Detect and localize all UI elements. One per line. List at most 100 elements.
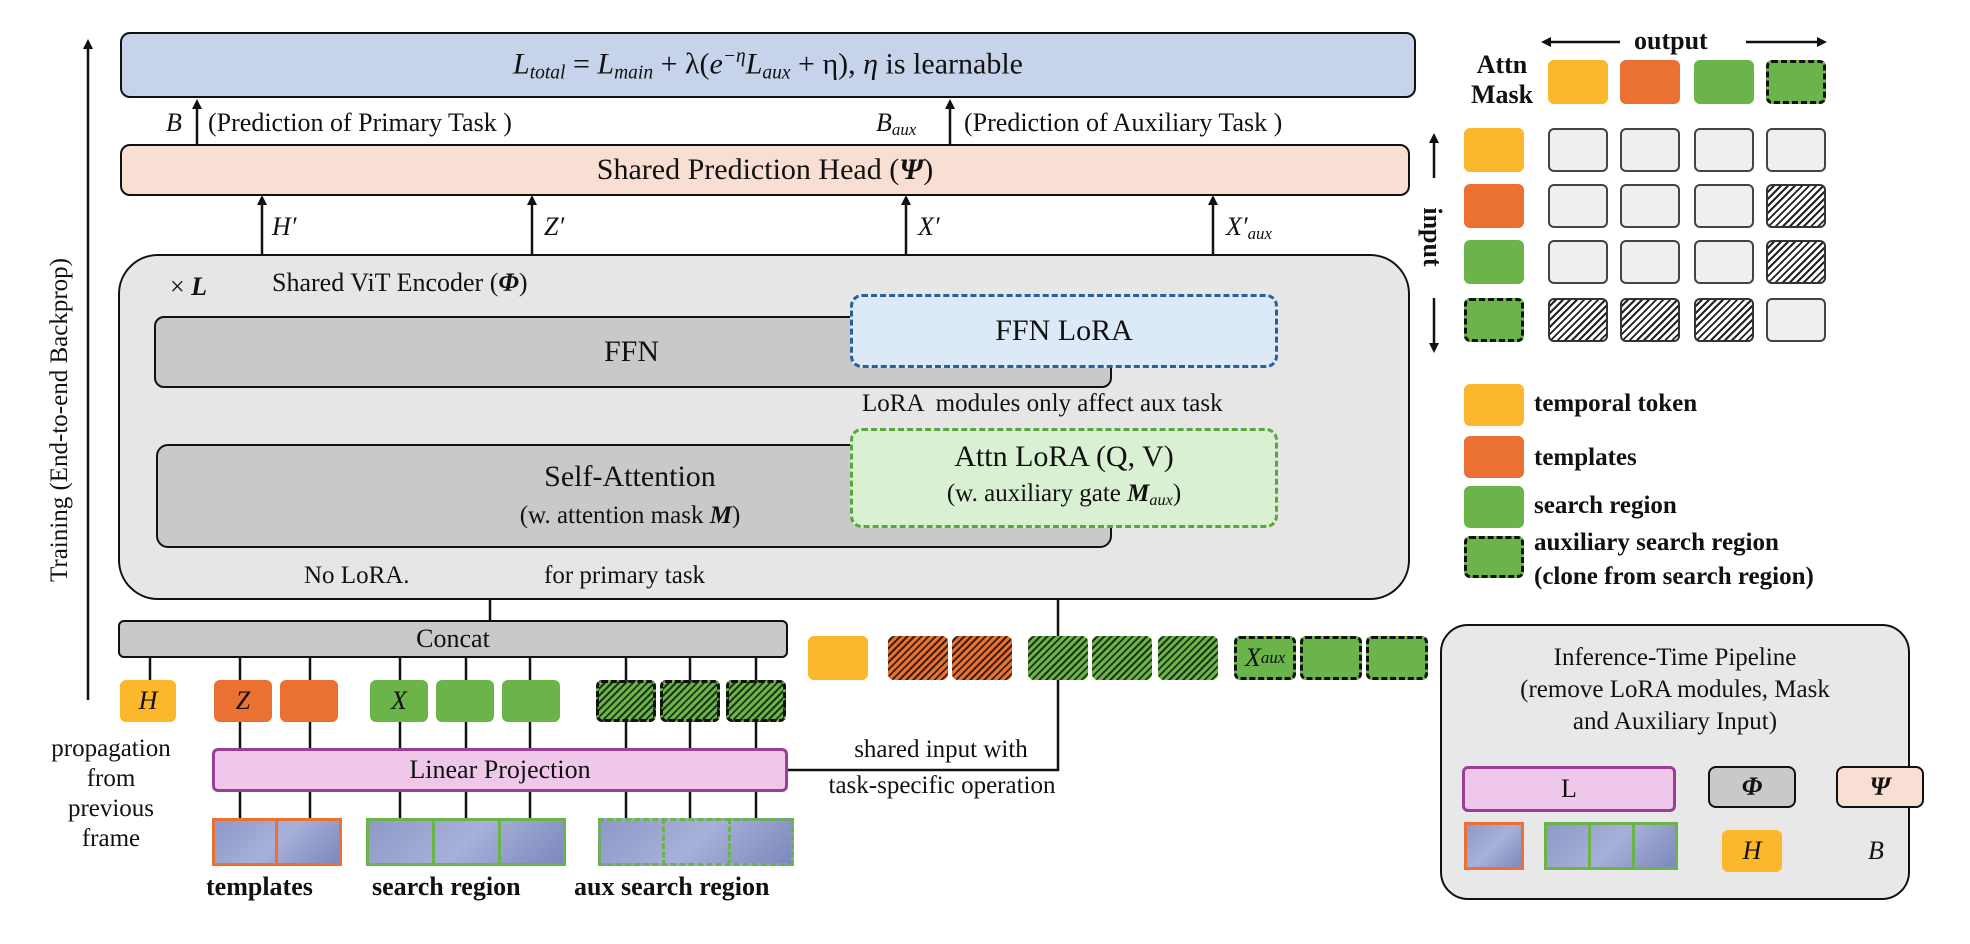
mask-cell [1694,184,1754,228]
inference-h-token: H [1722,830,1782,872]
inference-search-divider-1 [1588,822,1591,870]
task-token-template-2 [952,636,1012,680]
linear-projection: Linear Projection [212,748,788,792]
aux-gate-symbol: M [1127,480,1150,507]
template-thumbnail-divider [275,818,278,866]
shared-input-line2: task-specific operation [828,772,1056,799]
encoder-output-z: Z′ [544,212,565,241]
legend-swatch-templates [1464,436,1524,478]
attention-mask-note: (w. attention mask M) [440,502,820,530]
mask-output-label: output [1634,26,1708,55]
ffn-lora-label: FFN LoRA [995,314,1133,347]
task-token-temporal [808,636,868,680]
loss-learnable: is learnable [878,47,1023,81]
aux-gate-text: (w. auxiliary gate [946,480,1128,507]
loss-eta: η [863,47,879,81]
ffn-label: FFN [604,335,660,368]
mask-cell [1766,298,1826,342]
legend-aux-line2: (clone from search region) [1534,563,1814,590]
concat-label: Concat [416,624,490,653]
output-B-aux: Baux [876,108,916,140]
training-axis-label: Training (End-to-end Backprop) [46,258,73,583]
aux-prediction-label: (Prediction of Auxiliary Task ) [964,108,1283,137]
inference-title-line3: and Auxiliary Input) [1572,708,1778,735]
inference-linear-projection: L [1462,766,1676,812]
search-thumbnail-divider-2 [498,818,501,866]
inference-phi-block: Φ [1708,766,1796,808]
aux-thumbnail-divider-2 [728,818,731,866]
legend-swatch-temporal [1464,384,1524,426]
self-attention-label: Self-Attention [544,460,716,493]
mask-header-templates [1620,60,1680,104]
loss-plus-eta: + η), [790,47,864,81]
primary-task-note: for primary task [544,562,706,589]
loss-eq: = [565,47,598,81]
mask-cell-masked [1548,298,1608,342]
aux-search-thumbnail [598,818,794,866]
mask-input-label: input [1418,207,1447,267]
task-token-search-3 [1158,636,1218,680]
attention-mask-suffix: ) [731,502,741,529]
mask-title-mask: Mask [1470,80,1534,109]
mask-cell [1694,128,1754,172]
mask-cell-masked [1620,298,1680,342]
loss-e: e [709,47,723,81]
concat-block: Concat [118,620,788,658]
mask-cell-masked [1766,240,1826,284]
loss-formula: Ltotal = Lmain + λ(e−ηLaux + η), η is le… [513,46,1023,85]
legend-search-label: search region [1534,492,1677,519]
inference-search-divider-2 [1632,822,1635,870]
search-thumbnail-divider-1 [432,818,435,866]
loss-symbol: L [513,47,530,81]
encoder-output-xaux-sub: aux [1247,224,1272,244]
aux-search-region-label: aux search region [574,872,770,901]
token-x: X [370,680,428,722]
inference-h-label: H [1742,836,1762,865]
mask-cell [1766,128,1826,172]
mask-cell [1620,184,1680,228]
mask-cell [1548,128,1608,172]
head-title-suffix: ) [923,153,934,186]
task-token-search-1 [1028,636,1088,680]
aux-thumbnail-divider-1 [662,818,665,866]
mask-cell [1694,240,1754,284]
token-x-2 [436,680,494,722]
encoder-times: × [170,272,185,301]
propagation-line4: frame [81,825,141,852]
mask-title-attn: Attn [1476,50,1528,79]
loss-symbol-main: L [597,47,615,81]
legend-aux-label: auxiliary search region (clone from sear… [1534,526,1814,594]
aux-gate-note: (w. auxiliary gate Maux) [850,480,1278,510]
encoder-title: Shared ViT Encoder (Φ) [272,268,528,298]
mask-row-templates [1464,184,1524,228]
token-z-label: Z [235,686,251,715]
mask-row-temporal [1464,128,1524,172]
mask-cell-masked [1694,298,1754,342]
attention-mask-symbol: M [709,502,732,529]
inference-title: Inference-Time Pipeline (remove LoRA mod… [1446,642,1904,738]
encoder-title-text: Shared ViT Encoder ( [272,268,499,297]
inference-psi-block: Ψ [1836,766,1924,808]
loss-sub-aux: aux [762,62,791,84]
propagation-line3: previous [67,795,155,822]
head-title: Shared Prediction Head ( [596,153,900,186]
mask-header-aux [1766,60,1826,104]
encoder-output-x: X′ [918,212,940,241]
shared-input-note: shared input with [796,736,1086,764]
token-z: Z [214,680,272,722]
task-token-xaux-sub: aux [1260,648,1286,667]
loss-symbol-aux: L [745,47,763,81]
inference-title-line1: Inference-Time Pipeline [1553,644,1797,671]
legend-aux-line1: auxiliary search region [1534,529,1779,556]
legend-templates-label: templates [1534,444,1637,471]
inference-title-line2: (remove LoRA modules, Mask [1520,676,1830,703]
lora-note: LoRA modules only affect aux task [862,390,1223,417]
linear-projection-label: Linear Projection [409,755,591,784]
inference-psi-label: Ψ [1869,772,1891,801]
mask-row-search [1464,240,1524,284]
token-aux-3 [726,680,786,722]
token-aux-1 [596,680,656,722]
encoder-title-suffix: ) [518,268,528,297]
